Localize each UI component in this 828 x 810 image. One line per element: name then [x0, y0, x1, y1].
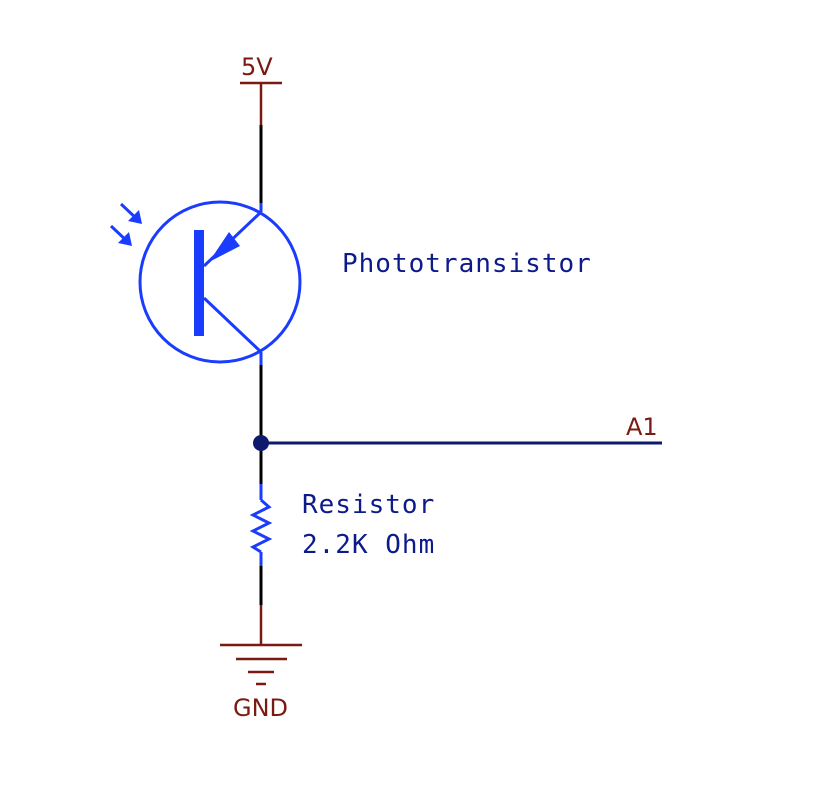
transistor-arrow [209, 232, 240, 262]
power-5v-symbol [240, 81, 282, 125]
junction-dot [253, 435, 269, 451]
output-a1-label: A1 [626, 413, 658, 441]
transistor-lower-lead [202, 296, 263, 354]
resistor-value-label: 2.2K Ohm [302, 530, 435, 560]
transistor-envelope [138, 200, 302, 364]
phototransistor-symbol [138, 200, 302, 365]
power-5v-label: 5V [241, 53, 273, 81]
ground-symbol [220, 605, 302, 686]
phototransistor-label: Phototransistor [342, 249, 592, 279]
ground-label: GND [233, 694, 288, 722]
resistor-symbol [249, 484, 273, 566]
light-arrows-icon [109, 202, 142, 246]
resistor-label: Resistor [302, 490, 435, 520]
